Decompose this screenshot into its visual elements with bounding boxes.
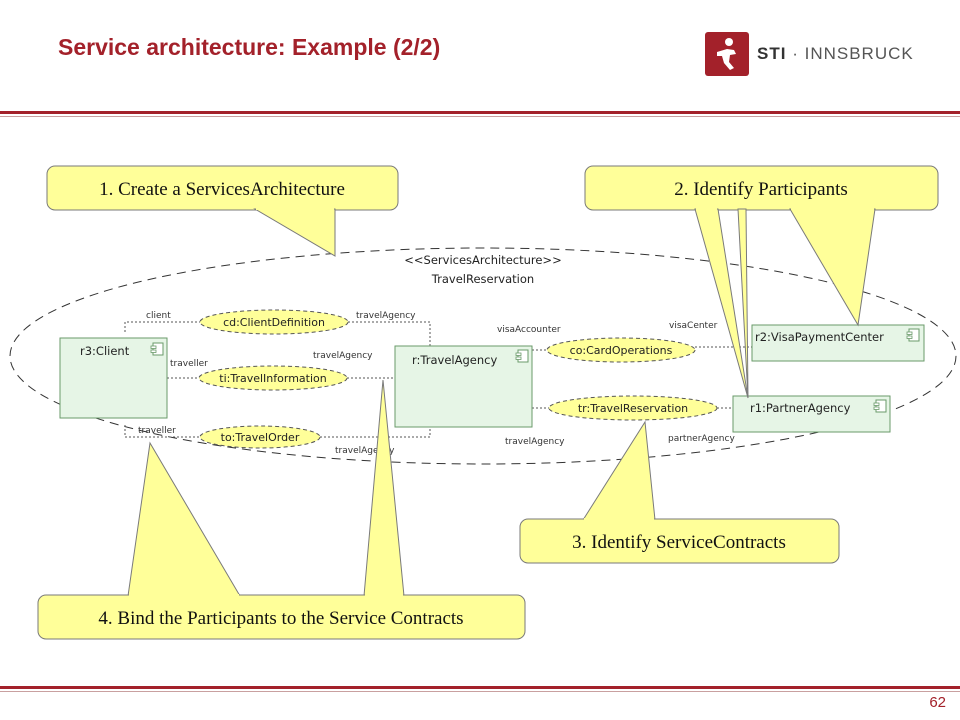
footer-rule-thin [0, 691, 960, 692]
callout-step-3: 3. Identify ServiceContracts [519, 420, 840, 564]
callout-step-4: 4. Bind the Participants to the Service … [37, 379, 526, 640]
sti-logo-mark [705, 32, 749, 76]
contract-name: cd:ClientDefinition [223, 316, 325, 329]
page-number: 62 [929, 694, 946, 711]
participant-name: r2:VisaPaymentCenter [755, 330, 884, 344]
binding-travel-order-client [124, 425, 200, 438]
participant-visa-payment-center: r2:VisaPaymentCenter [751, 324, 925, 362]
participant-name: r1:PartnerAgency [750, 401, 851, 415]
service-contract-travel-order: to:TravelOrder [199, 425, 321, 449]
participant-travel-agency: r:TravelAgency [394, 345, 533, 428]
callout-step-1: 1. Create a ServicesArchitecture [46, 165, 399, 257]
services-architecture-boundary [9, 247, 957, 465]
contract-name: co:CardOperations [570, 344, 673, 357]
callout-text: 4. Bind the Participants to the Service … [98, 608, 463, 629]
participant-name: r:TravelAgency [412, 353, 497, 367]
service-contract-travel-reservation: tr:TravelReservation [548, 395, 718, 421]
architecture-stereotype: <<ServicesArchitecture>> [404, 253, 561, 267]
service-contract-client-definition: cd:ClientDefinition [199, 309, 349, 335]
callout-step-2: 2. Identify Participants [584, 165, 939, 399]
role-label: partnerAgency [668, 434, 735, 444]
contract-name: tr:TravelReservation [578, 402, 688, 415]
component-icon [906, 328, 920, 342]
role-label: travelAgency [335, 446, 395, 456]
component-icon [150, 342, 164, 356]
service-contract-travel-information: ti:TravelInformation [198, 365, 348, 391]
callout-text: 1. Create a ServicesArchitecture [99, 179, 345, 200]
slide-title: Service architecture: Example (2/2) [58, 34, 441, 60]
binding-travel-order-agency [320, 427, 431, 438]
component-icon [515, 349, 529, 363]
role-label: travelAgency [313, 351, 373, 361]
participant-client: r3:Client [59, 337, 168, 419]
sti-logo-text: STI · INNSBRUCK [757, 44, 914, 63]
architecture-name: TravelReservation [431, 272, 534, 286]
role-label: client [146, 311, 171, 321]
binding-client-definition [124, 321, 200, 332]
role-label: visaAccounter [497, 325, 561, 335]
participant-partner-agency: r1:PartnerAgency [732, 395, 891, 433]
role-label: visaCenter [669, 321, 718, 331]
header-rule [0, 111, 960, 114]
role-label: travelAgency [356, 311, 416, 321]
callout-text: 2. Identify Participants [674, 179, 848, 200]
binding-client-definition-agency [348, 321, 431, 346]
service-contract-card-operations: co:CardOperations [546, 337, 696, 363]
contract-name: to:TravelOrder [221, 431, 300, 444]
role-label: traveller [138, 426, 176, 436]
contract-name: ti:TravelInformation [219, 372, 326, 385]
callout-text: 3. Identify ServiceContracts [572, 532, 786, 553]
participant-name: r3:Client [80, 344, 130, 358]
component-icon [873, 399, 887, 413]
header-rule-thin [0, 116, 960, 117]
role-label: traveller [170, 359, 208, 369]
sti-logo: STI · INNSBRUCK [705, 32, 925, 78]
role-label: travelAgency [505, 437, 565, 447]
footer-rule [0, 686, 960, 689]
